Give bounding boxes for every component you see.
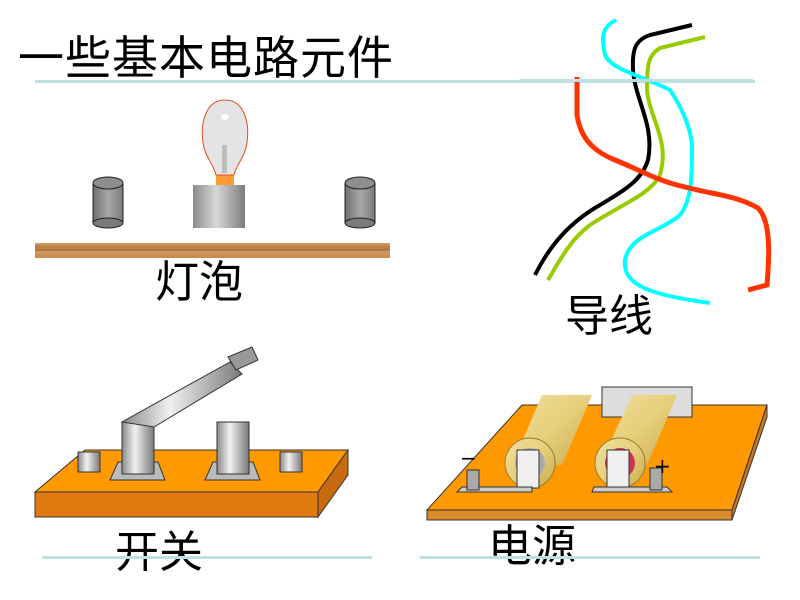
switch-nut-left bbox=[77, 451, 101, 473]
bulb-label: 灯泡 bbox=[155, 257, 243, 308]
battery-icon: − + bbox=[425, 386, 768, 521]
switch-post-left bbox=[121, 421, 155, 475]
light-bulb-icon bbox=[35, 99, 390, 258]
bulb-socket bbox=[193, 185, 245, 228]
title-underline bbox=[35, 80, 755, 83]
wire-black bbox=[533, 23, 693, 276]
switch-blade[interactable] bbox=[120, 361, 243, 428]
switch-post-right bbox=[216, 421, 250, 475]
bottom-rule-left bbox=[42, 556, 372, 559]
bottom-rule-right bbox=[420, 556, 760, 559]
negative-sign: − bbox=[460, 446, 477, 470]
slide-title: 一些基本电路元件 bbox=[18, 31, 394, 85]
terminal-right bbox=[344, 176, 376, 229]
positive-sign: + bbox=[654, 454, 671, 478]
wire-cyan bbox=[600, 18, 711, 305]
title-underline-right bbox=[520, 79, 753, 82]
terminal-left bbox=[92, 176, 124, 229]
battery-cell-2 bbox=[594, 395, 677, 489]
switch-handle[interactable] bbox=[227, 346, 259, 371]
battery-label: 电源 bbox=[488, 521, 576, 572]
negative-terminal bbox=[466, 469, 480, 491]
wire-red bbox=[574, 77, 772, 293]
positive-terminal bbox=[649, 467, 663, 491]
knife-switch-icon bbox=[33, 346, 349, 519]
switch-nut-right bbox=[279, 451, 303, 473]
wires-icon bbox=[533, 18, 772, 305]
wires-label: 导线 bbox=[565, 291, 653, 342]
switch-label: 开关 bbox=[115, 527, 203, 578]
bulb-glass bbox=[201, 99, 249, 176]
battery-cell-1 bbox=[504, 395, 592, 489]
wire-green bbox=[546, 35, 706, 282]
